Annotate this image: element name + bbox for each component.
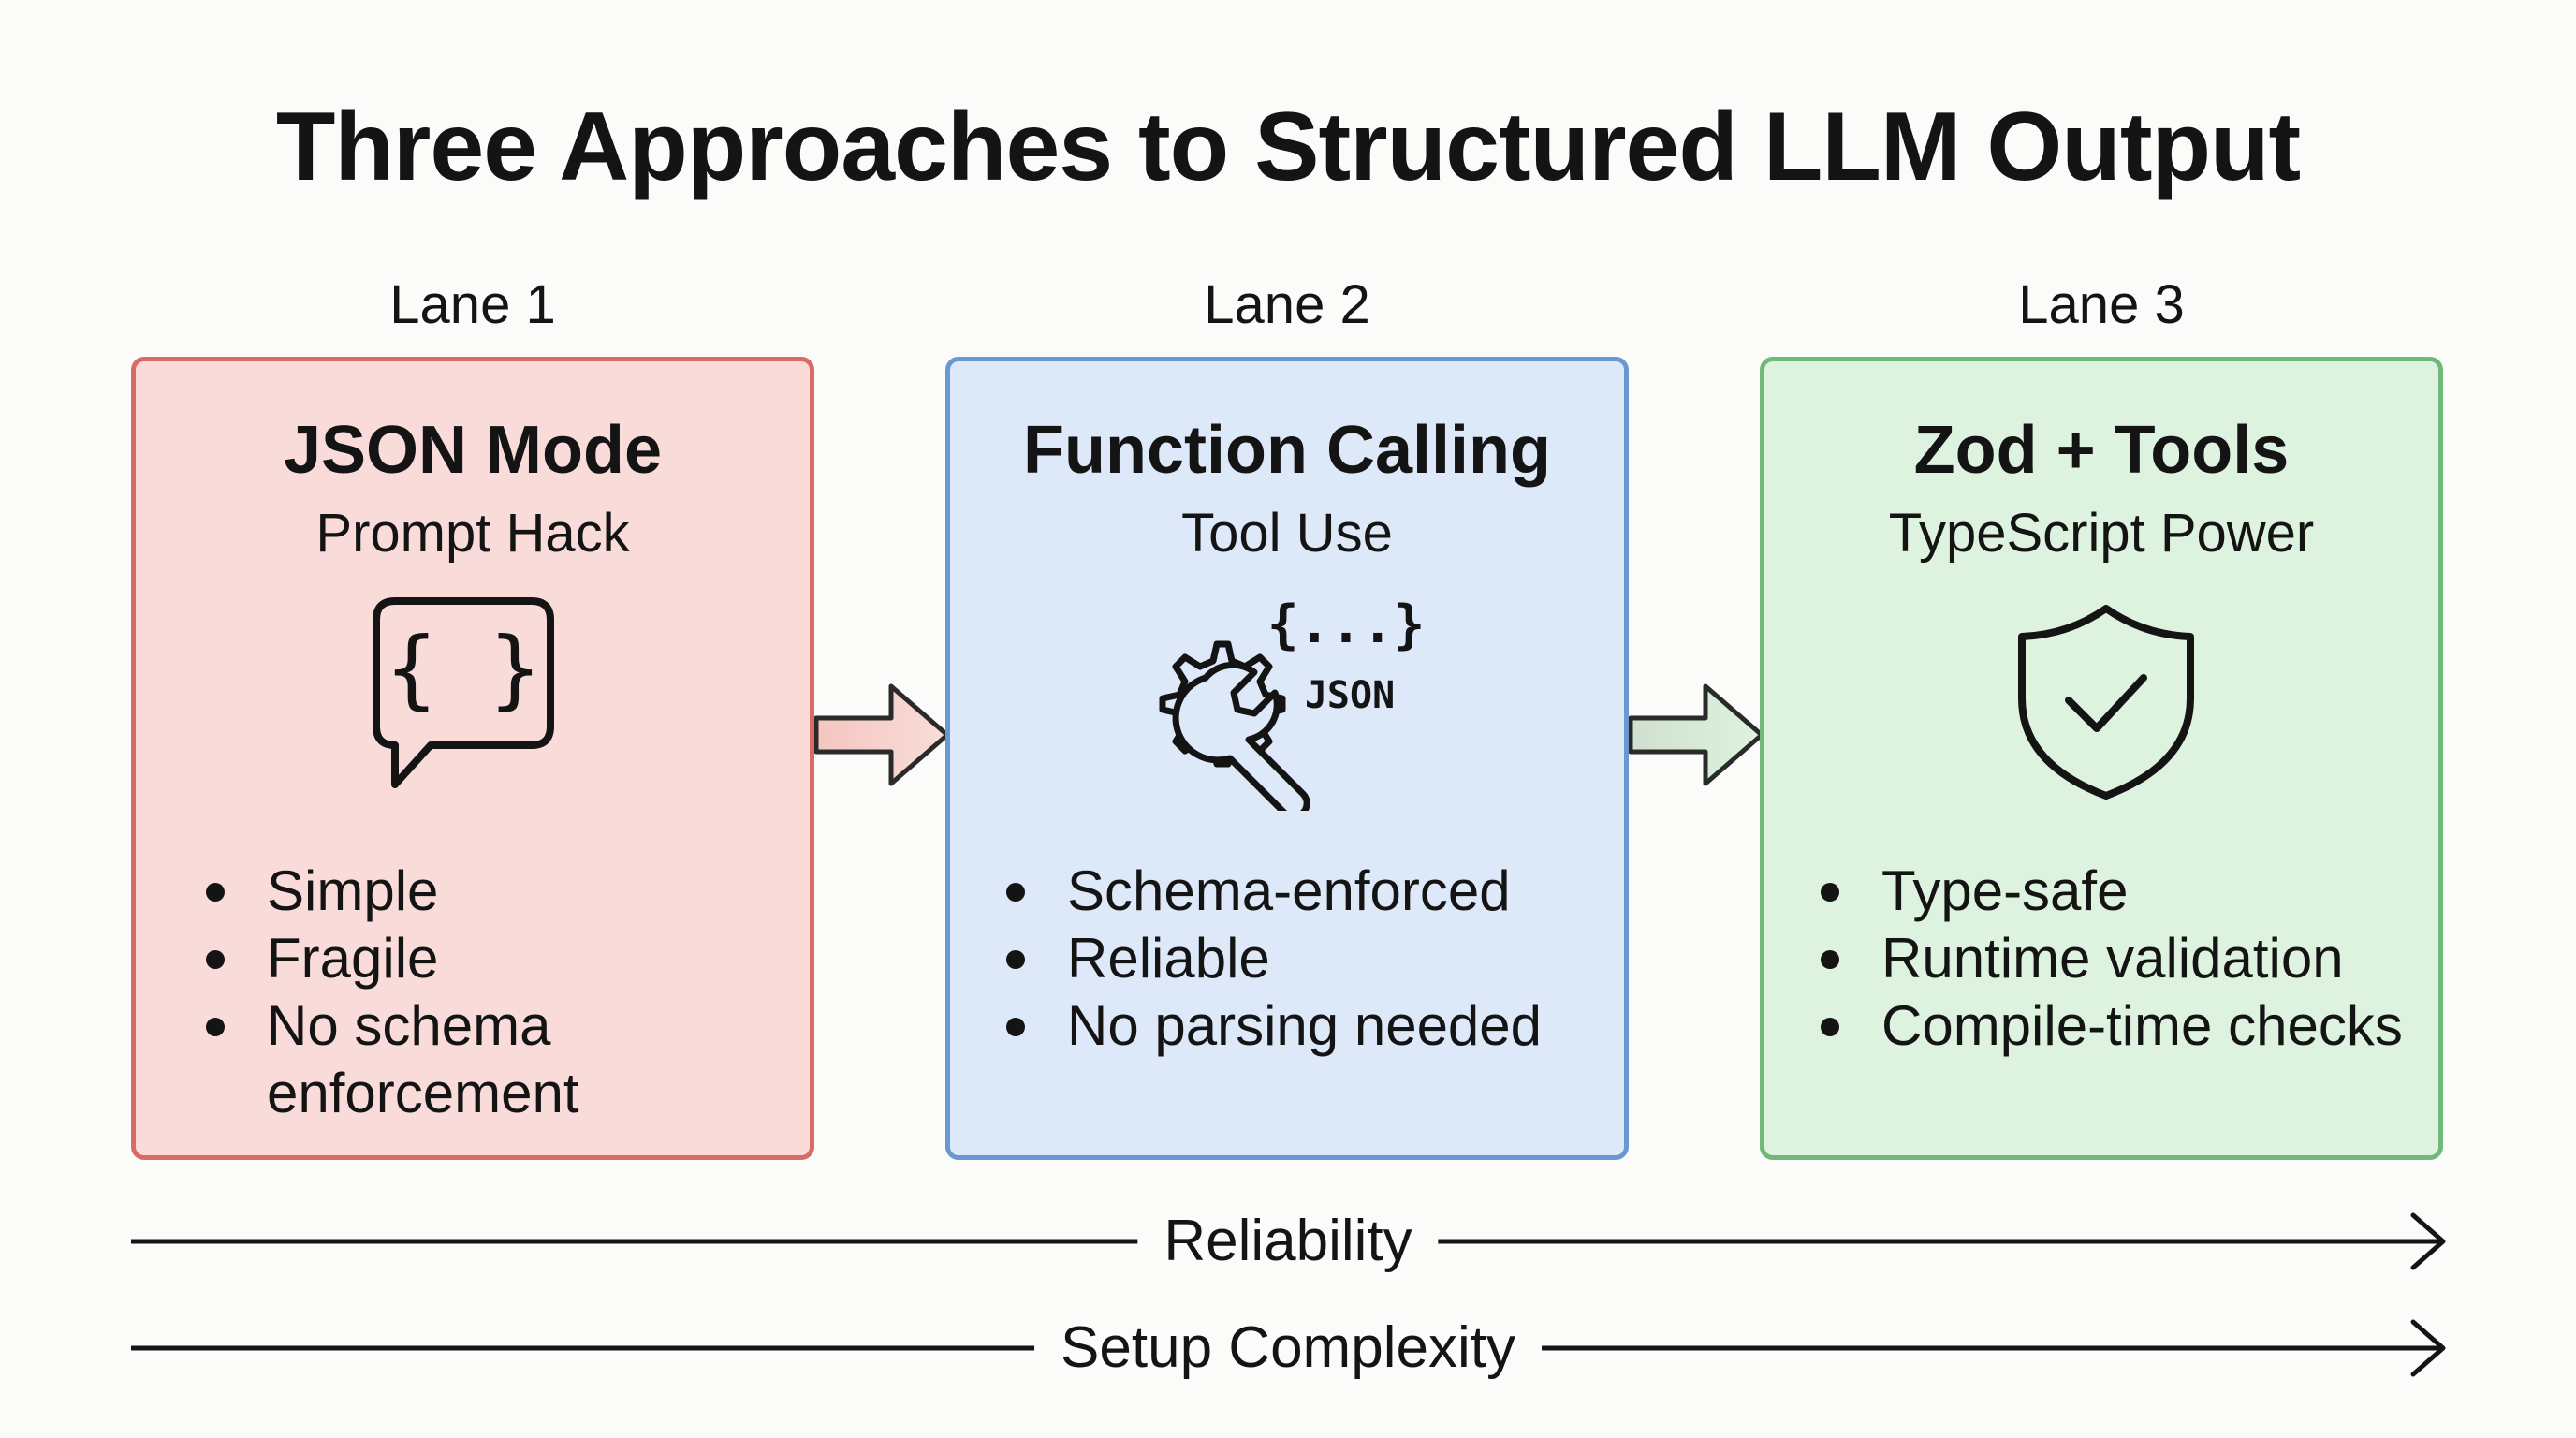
list-item: Reliable [997, 925, 1605, 992]
setup-complexity-label: Setup Complexity [1034, 1311, 1542, 1386]
list-item: No parsing needed [997, 992, 1605, 1060]
list-item: Type-safe [1811, 858, 2420, 925]
flow-arrow-icon [814, 683, 950, 786]
braces-speech-bubble-icon: { } [373, 597, 554, 788]
lane-3-label: Lane 3 [2018, 274, 2185, 335]
zod-tools-card: Zod + Tools TypeScript Power Type-safe R… [1760, 357, 2443, 1160]
lane-1-label: Lane 1 [389, 274, 556, 335]
json-mode-card: JSON Mode Prompt Hack { } Simple Fragile… [131, 357, 814, 1160]
card-title: Zod + Tools [1913, 413, 2290, 488]
card-title: JSON Mode [283, 413, 663, 488]
flow-arrow-icon [1629, 683, 1764, 786]
shield-check-icon [2018, 605, 2194, 800]
gear-wrench-json-icon: {...} JSON [1159, 595, 1426, 811]
card-title: Function Calling [1023, 413, 1551, 488]
list-item: Schema-enforced [997, 858, 1605, 925]
list-item-continuation: enforcement [267, 1062, 579, 1124]
json-mode-bullets: Simple Fragile No schema enforcement [197, 858, 791, 1127]
lane-2-label: Lane 2 [1204, 274, 1370, 335]
list-item: Fragile [197, 925, 791, 992]
json-glyph: JSON [1305, 674, 1395, 717]
list-item: No schema [197, 992, 791, 1060]
card-subtitle: Prompt Hack [315, 503, 630, 564]
setup-complexity-axis: Setup Complexity [129, 1311, 2451, 1386]
braces-glyph: { } [386, 619, 541, 719]
function-calling-card: Function Calling Tool Use {...} JSON Sch… [945, 357, 1629, 1160]
zod-tools-bullets: Type-safe Runtime validation Compile-tim… [1811, 858, 2420, 1060]
list-item: Runtime validation [1811, 925, 2420, 992]
card-subtitle: Tool Use [1181, 503, 1393, 564]
card-subtitle: TypeScript Power [1888, 503, 2315, 564]
list-item: Simple [197, 858, 791, 925]
reliability-axis: Reliability [129, 1204, 2451, 1279]
braces-dots-glyph: {...} [1267, 595, 1426, 655]
list-item: Compile-time checks [1811, 992, 2420, 1060]
function-calling-bullets: Schema-enforced Reliable No parsing need… [997, 858, 1605, 1060]
page-title: Three Approaches to Structured LLM Outpu… [275, 93, 2301, 201]
reliability-label: Reliability [1137, 1204, 1439, 1279]
